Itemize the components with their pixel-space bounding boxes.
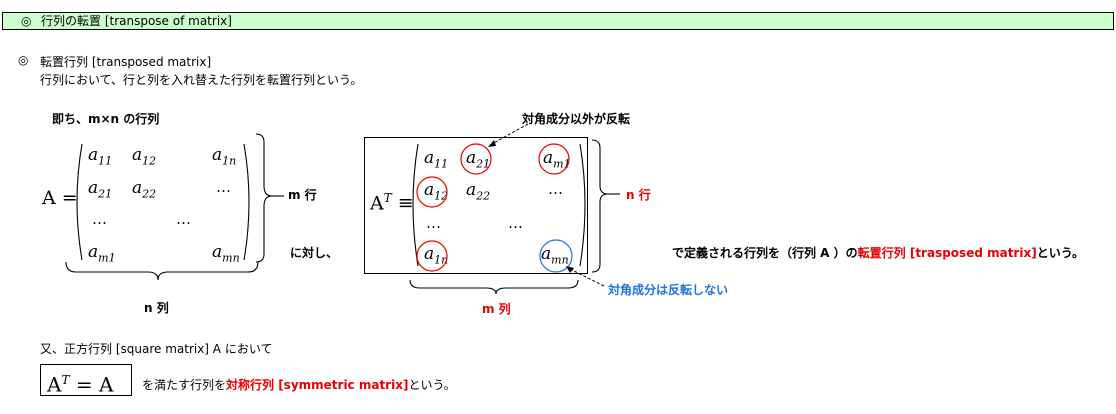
left-caption: 即ち、m×n の行列 — [52, 112, 160, 126]
right-lhs: AT≡ — [370, 191, 414, 215]
row-brace — [591, 139, 609, 273]
annotation-off-diagonal: 対角成分以外が反転 — [522, 112, 631, 126]
transposed-matrix-box — [364, 137, 588, 274]
matrix-element: a21 — [466, 148, 491, 171]
highlight-circle — [460, 143, 492, 175]
section-header: ◎ 行列の転置 [transpose of matrix] — [2, 12, 1114, 30]
matrix-element: amn — [212, 242, 240, 265]
column-brace — [65, 261, 259, 281]
highlight-circle — [538, 143, 570, 175]
right-cols-label: m 列 — [482, 302, 511, 316]
arrow-diagonal — [567, 267, 605, 287]
section-bullet: ◎ — [18, 53, 29, 67]
matrix-dots: … — [508, 214, 523, 232]
matrix-dots: … — [216, 178, 231, 196]
definition-text: で定義される行列を（行列 A ）の転置行列 [trasposed matrix]… — [672, 246, 1084, 260]
header-bullet: ◎ — [21, 14, 32, 28]
matrix-element: a22 — [132, 178, 157, 201]
row-brace — [255, 133, 273, 263]
matrix-element: a12 — [132, 145, 157, 168]
matrix-dots: … — [426, 214, 441, 232]
annotation-diagonal: 対角成分は反転しない — [608, 283, 729, 297]
matrix-element: am1 — [88, 242, 116, 265]
header-title: 行列の転置 [transpose of matrix] — [41, 14, 232, 28]
column-brace — [409, 279, 579, 295]
arrow-off-diagonal — [489, 123, 529, 146]
matrix-dots: … — [548, 180, 563, 198]
right-rows-label: n 行 — [626, 188, 651, 202]
matrix-element: a11 — [424, 148, 449, 171]
matrix-element: a22 — [466, 180, 491, 203]
connector-text: に対し、 — [290, 246, 339, 260]
section-title: 転置行列 [transposed matrix] — [40, 55, 212, 69]
matrix-dots: … — [176, 210, 191, 228]
right-paren — [579, 143, 586, 267]
matrix-element: amn — [541, 244, 569, 267]
matrix-element: a11 — [88, 145, 113, 168]
matrix-element: a1n — [212, 145, 237, 168]
left-paren — [412, 143, 419, 267]
square-intro: 又、正方行列 [square matrix] A において — [40, 342, 273, 356]
symmetric-equation: AT = A — [40, 364, 132, 397]
matrix-element: a21 — [88, 178, 113, 201]
left-rows-label: m 行 — [288, 188, 317, 202]
highlight-circle — [416, 176, 448, 208]
right-paren — [243, 143, 250, 261]
diagonal-circle — [539, 239, 573, 273]
section-description: 行列において、行と列を入れ替えた行列を転置行列という。 — [40, 73, 363, 87]
left-lhs: A = — [42, 187, 78, 209]
symmetric-definition: を満たす行列を対称行列 [symmetric matrix]という。 — [142, 378, 456, 392]
definition-term: 転置行列 [trasposed matrix] — [857, 246, 1037, 260]
matrix-dots: … — [92, 210, 107, 228]
highlight-circle — [416, 240, 448, 272]
left-paren — [76, 143, 83, 261]
symmetric-term: 対称行列 [symmetric matrix] — [226, 378, 409, 392]
left-cols-label: n 列 — [144, 301, 169, 315]
